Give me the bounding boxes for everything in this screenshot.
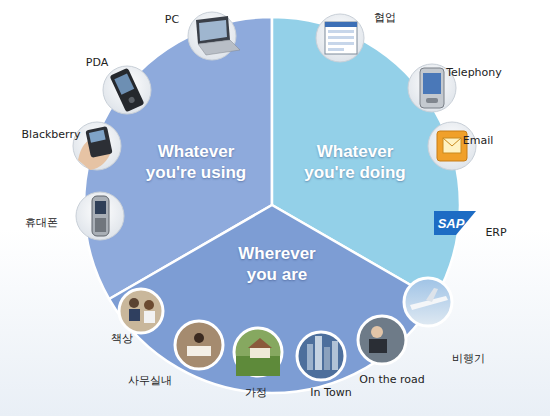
logo-text: SAP bbox=[438, 216, 465, 231]
item-label: 비행기 bbox=[452, 351, 485, 366]
item-label: 협업 bbox=[374, 10, 396, 25]
sector-title: Whatever you're doing bbox=[290, 141, 420, 183]
item-label: 사무실내 bbox=[128, 373, 172, 388]
sector-path bbox=[109, 205, 435, 393]
item-label: In Town bbox=[310, 386, 351, 399]
item-label: On the road bbox=[359, 373, 424, 386]
sector-title: Whatever you're using bbox=[134, 141, 258, 183]
item-label: Telephony bbox=[446, 66, 502, 79]
item-label: PC bbox=[165, 13, 179, 26]
item-label: PDA bbox=[86, 56, 108, 69]
item-label: 책상 bbox=[111, 331, 133, 346]
item-label: ERP bbox=[485, 226, 506, 239]
item-label: Email bbox=[463, 134, 494, 147]
sector-title: Wherever you are bbox=[225, 243, 329, 285]
item-label: Blackberry bbox=[22, 128, 81, 141]
sector-node: Wherever you are bbox=[109, 205, 435, 393]
sector-shape bbox=[109, 205, 435, 393]
item-label: 휴대폰 bbox=[25, 215, 58, 230]
item-label: 가정 bbox=[245, 385, 267, 400]
